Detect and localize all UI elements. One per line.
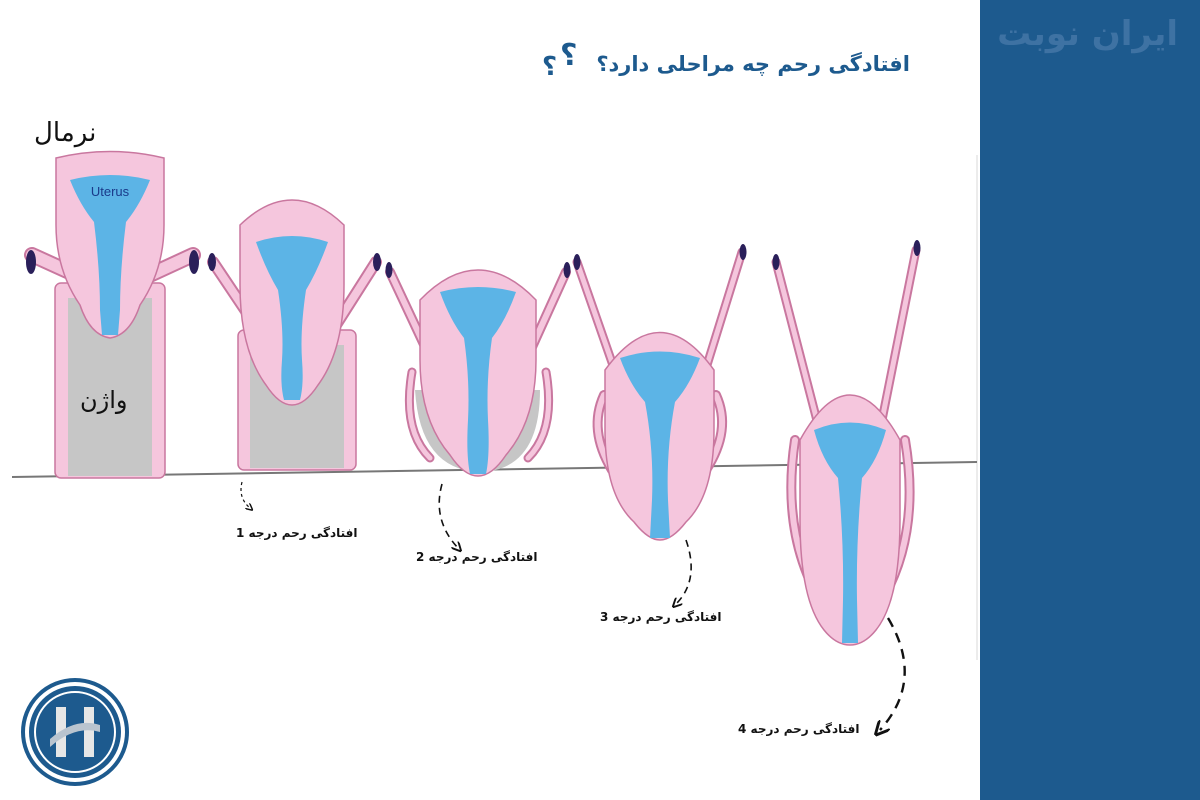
stage-3-arrow — [676, 539, 692, 604]
tube-tip — [913, 240, 921, 256]
stage-4-figure — [771, 240, 921, 646]
uterus-label: Uterus — [91, 184, 130, 199]
stage-2-label: افتادگی رحم درجه 2 — [416, 550, 538, 564]
uterus-cavity — [256, 236, 328, 400]
stage-1-arrow — [240, 481, 250, 508]
vagina-label: واژن — [80, 386, 128, 414]
tube-tip — [26, 250, 36, 274]
normal-label: نرمال — [34, 118, 97, 148]
brand-logo — [21, 678, 129, 786]
tube-tip — [189, 250, 199, 274]
uterus-cavity — [620, 351, 700, 538]
stage-4-arrow — [880, 617, 906, 730]
tube-tip — [208, 253, 216, 271]
tube-tip — [573, 254, 581, 270]
sidebar-panel: ایران نوبت — [980, 0, 1200, 800]
tube-tip — [373, 253, 381, 271]
stage-4-label: افتادگی رحم درجه 4 — [738, 722, 860, 736]
stage-2-figure — [385, 262, 571, 477]
question-mark-large: ؟ — [560, 38, 578, 73]
question-mark-small: ؟ — [542, 52, 558, 82]
stage-2-arrow — [438, 483, 458, 548]
brand-name: ایران نوبت — [997, 14, 1178, 54]
stage-3-figure — [572, 244, 747, 541]
uterus-cavity — [814, 422, 886, 643]
tube-tip — [385, 262, 393, 278]
uterus-cavity — [70, 175, 150, 335]
stage-3-label: افتادگی رحم درجه 3 — [600, 610, 722, 624]
tube-tip — [739, 244, 747, 260]
vagina-canal — [68, 298, 152, 476]
stage-1-figure — [207, 199, 382, 471]
page-title: افتادگی رحم چه مراحلی دارد؟ — [596, 52, 910, 76]
tube-tip — [772, 254, 780, 270]
stage-1-label: افتادگی رحم درجه 1 — [236, 526, 358, 540]
tube-tip — [563, 262, 571, 278]
normal-uterus-figure — [24, 150, 201, 479]
uterus-cavity — [440, 287, 516, 474]
